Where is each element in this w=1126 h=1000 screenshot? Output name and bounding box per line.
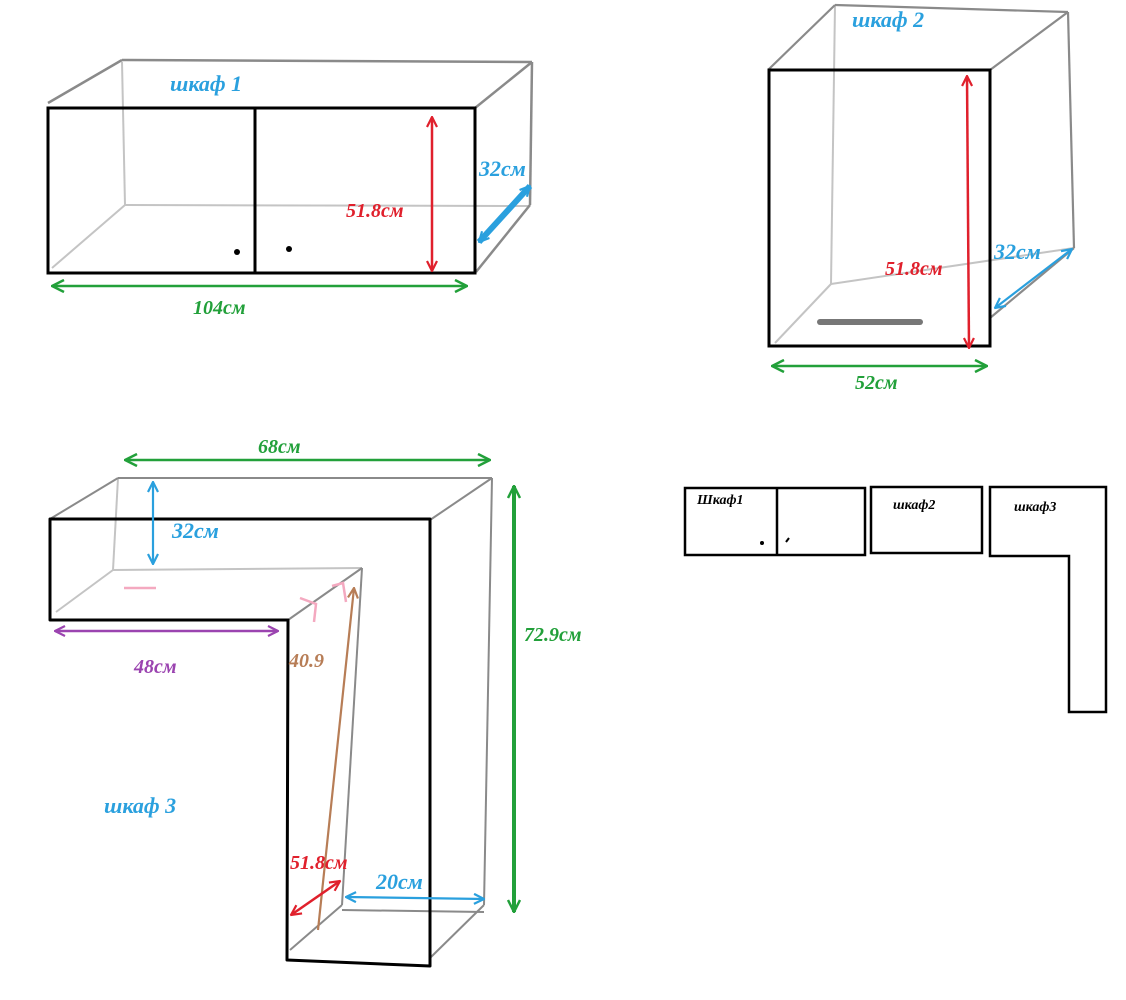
plan-cabinet-1: Шкаф1: [683, 486, 867, 557]
cabinet-3-leg-depth-label: 20см: [375, 869, 423, 894]
cabinet-1-knob-right: [286, 246, 292, 252]
cabinet-2-title: шкаф 2: [852, 7, 924, 32]
cabinet-2-front: [767, 68, 992, 348]
cabinet-3-diagonal-label: 40.9: [288, 650, 324, 672]
cabinet-1-height-label: 51.8см: [346, 200, 404, 222]
cabinet-3-leg-height-arrow: [291, 881, 340, 915]
cabinet-1-depth-label: 32см: [478, 156, 526, 181]
plan-cabinet-1-label: Шкаф1: [696, 493, 744, 508]
cabinet-1-knob-left: [234, 249, 240, 255]
cabinet-3-back-edges: [49, 477, 493, 959]
cabinet-3: 68см 32см 72.9см 48см 40.9 шкаф 3 51.8см…: [48, 436, 582, 968]
cabinet-3-leg-height-label: 51.8см: [290, 852, 348, 874]
cabinet-1: шкаф 1 51.8см 32см 104см: [46, 58, 534, 319]
cabinet-3-leg-depth-arrow: [346, 897, 484, 899]
cabinet-1-back-edges: [47, 58, 534, 273]
cabinet-2-depth-label: 32см: [993, 239, 1041, 264]
cabinet-2-depth-arrow: [995, 249, 1072, 308]
plan-cabinet-2-label: шкаф2: [893, 498, 935, 513]
cabinet-1-title: шкаф 1: [170, 71, 242, 96]
cabinet-2-height-arrow: [967, 76, 969, 348]
cabinet-2-width-label: 52см: [855, 372, 898, 394]
cabinet-3-hidden-edges: [55, 477, 363, 613]
cabinet-3-title: шкаф 3: [104, 793, 176, 818]
cabinet-3-corner-marks: [124, 581, 348, 623]
cabinet-3-front: [48, 517, 432, 968]
cabinet-3-inner-width-label: 48см: [133, 656, 177, 678]
cabinet-3-height-label: 72.9см: [524, 624, 582, 646]
plan-view: Шкаф1 шкаф2 шкаф3: [683, 485, 1108, 714]
cabinet-1-depth-arrow: [476, 183, 533, 245]
cabinet-1-hidden-edges: [51, 61, 531, 269]
cabinet-3-top-width-label: 68см: [258, 436, 301, 458]
cabinet-1-width-label: 104см: [193, 297, 246, 319]
plan-cabinet-3: шкаф3: [988, 485, 1108, 714]
cabinet-3-depth-label: 32см: [171, 518, 219, 543]
plan-cabinet-2: шкаф2: [869, 485, 984, 555]
cabinet-3-diagonal-arrow: [316, 588, 354, 931]
cabinet-2-hidden-edges: [774, 4, 1075, 344]
cabinet-2: шкаф 2 51.8см 32см 52см: [767, 3, 1076, 394]
cabinet-1-front: [46, 106, 477, 275]
plan-cabinet-3-label: шкаф3: [1014, 500, 1056, 515]
cabinet-2-height-label: 51.8см: [885, 258, 943, 280]
